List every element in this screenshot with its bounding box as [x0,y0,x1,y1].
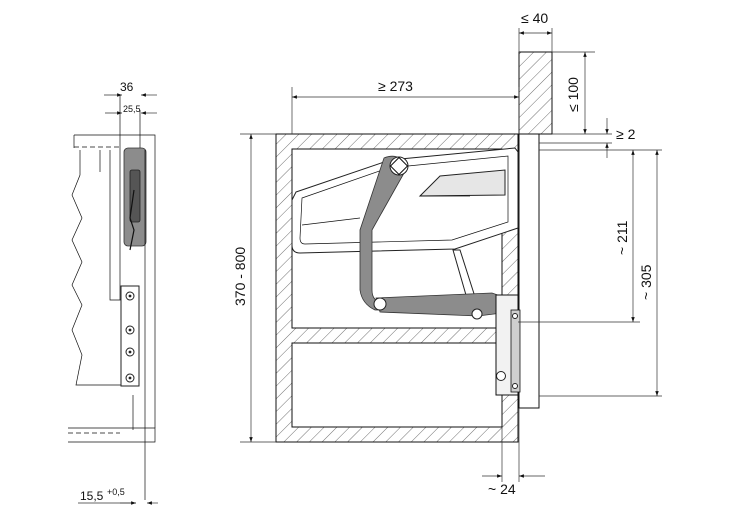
lift-pivot-bottom-icon [373,297,387,311]
door-front-panel [518,133,540,409]
dim-left-36: 36 [120,80,134,94]
side-mechanism-link [129,189,135,251]
side-mounting-plate [120,285,140,387]
door-top-hatched [518,51,553,135]
lift-pivot-right-icon [471,308,483,320]
side-cabinet-outline [73,134,156,390]
dim-gap-min: ≥ 2 [616,126,636,142]
lift-housing-inner [299,155,509,245]
hinge-screw-icons [496,313,518,389]
dim-left-tolerance: +0,5 [107,487,125,497]
side-screw-icons [125,291,135,383]
dim-gap-above-max: ≤ 100 [565,77,581,112]
side-break-edge [71,150,122,386]
lift-housing-highlight [418,169,506,197]
side-base-outline [68,427,156,443]
side-base-left [132,390,156,430]
dim-total-height: ~ 305 [638,264,654,300]
side-door-edge [119,95,146,500]
front-view: ≥ 273 ≤ 40 ≤ 100 ≥ 2 ~ 211 ~ 305 370 - 8… [232,10,662,497]
dim-pivot-height: ~ 211 [614,220,630,255]
dim-door-max: ≤ 40 [521,10,548,26]
side-view: 36 25,5 15,5 +0,5 [68,80,158,505]
cabinet-lower-cavity [291,342,503,428]
dim-left-25-5: 25,5 [123,104,141,114]
side-mechanism-slot [129,169,141,223]
lift-pivot-top-square [389,156,409,176]
dim-left-15-5: 15,5 [80,489,104,503]
dim-depth-min: ≥ 273 [378,78,413,94]
dim-offset-bottom: ~ 24 [488,481,516,497]
lift-housing-detail [301,195,470,226]
hinge-bar [510,309,521,393]
side-panel-inner [99,150,122,301]
dim-height-range: 370 - 800 [232,247,248,306]
